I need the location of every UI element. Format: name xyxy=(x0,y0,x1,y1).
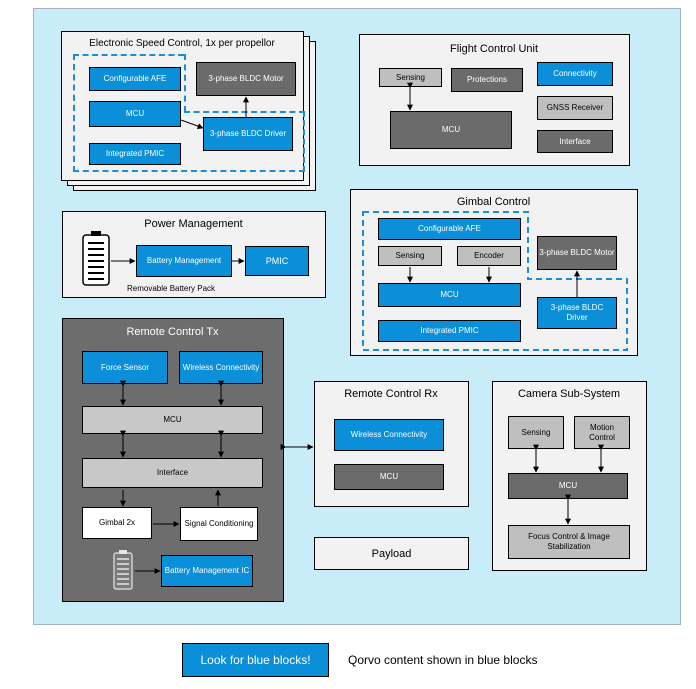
esc-configurable-afe: Configurable AFE xyxy=(89,67,181,91)
esc-integrated-pmic: Integrated PMIC xyxy=(89,143,181,165)
rctx-force-sensor: Force Sensor xyxy=(82,351,168,384)
esc-bldc-driver: 3-phase BLDC Driver xyxy=(203,117,293,151)
payload-panel: Payload xyxy=(314,537,469,570)
fcu-sensing: Sensing xyxy=(379,68,442,87)
esc-qorvo-outline-right xyxy=(303,111,305,172)
rctx-mcu: MCU xyxy=(82,406,263,434)
esc-bldc-motor: 3-phase BLDC Motor xyxy=(196,62,296,96)
esc-qorvo-outline-bottom xyxy=(73,170,305,172)
legend-text: Qorvo content shown in blue blocks xyxy=(348,653,538,667)
gimbal-bldc-motor: 3-phase BLDC Motor xyxy=(537,236,617,270)
power-battery-label: Removable Battery Pack xyxy=(127,284,216,293)
legend-button[interactable]: Look for blue blocks! xyxy=(182,643,329,677)
rctx-signal-conditioning: Signal Conditioning xyxy=(180,507,258,541)
gimbal-configurable-afe: Configurable AFE xyxy=(378,218,521,240)
rctx-battery-management-ic: Battery Management IC xyxy=(161,555,253,587)
camera-sensing: Sensing xyxy=(508,416,564,449)
fcu-interface: Interface xyxy=(537,130,613,153)
rctx-gimbal: Gimbal 2x xyxy=(82,507,152,539)
camera-motion-control: Motion Control xyxy=(574,416,630,449)
rctx-interface: Interface xyxy=(82,458,263,488)
camera-mcu: MCU xyxy=(508,473,628,499)
esc-qorvo-outline-step xyxy=(184,111,305,113)
gimbal-integrated-pmic: Integrated PMIC xyxy=(378,320,521,342)
fcu-gnss-receiver: GNSS Receiver xyxy=(537,96,613,120)
rcrx-mcu: MCU xyxy=(334,464,444,490)
fcu-protections: Protections xyxy=(451,68,523,92)
rcrx-wireless-connectivity: Wireless Connectivity xyxy=(334,419,444,451)
power-title: Power Management xyxy=(144,218,243,230)
camera-focus-stabilization: Focus Control & Image Stabilization xyxy=(508,525,630,559)
power-pmic: PMIC xyxy=(245,246,309,276)
esc-qorvo-outline-mid xyxy=(184,54,186,112)
gimbal-encoder: Encoder xyxy=(457,246,521,266)
gimbal-sensing: Sensing xyxy=(378,246,442,266)
gimbal-title: Gimbal Control xyxy=(456,196,531,208)
fcu-connectivity: Connectivity xyxy=(537,62,613,86)
esc-qorvo-outline-left-side xyxy=(73,54,75,172)
esc-mcu: MCU xyxy=(89,101,181,127)
rcrx-title: Remote Control Rx xyxy=(344,388,438,400)
gimbal-mcu: MCU xyxy=(378,283,521,307)
power-battery-management: Battery Management xyxy=(136,245,232,277)
esc-title: Electronic Speed Control, 1x per propell… xyxy=(89,38,275,49)
fcu-title: Flight Control Unit xyxy=(449,43,539,55)
rctx-wireless-connectivity: Wireless Connectivity xyxy=(179,351,263,384)
camera-title: Camera Sub-System xyxy=(517,388,621,400)
gimbal-bldc-driver: 3-phase BLDC Driver xyxy=(537,297,617,329)
rctx-title: Remote Control Tx xyxy=(126,326,219,338)
fcu-mcu: MCU xyxy=(390,111,512,149)
